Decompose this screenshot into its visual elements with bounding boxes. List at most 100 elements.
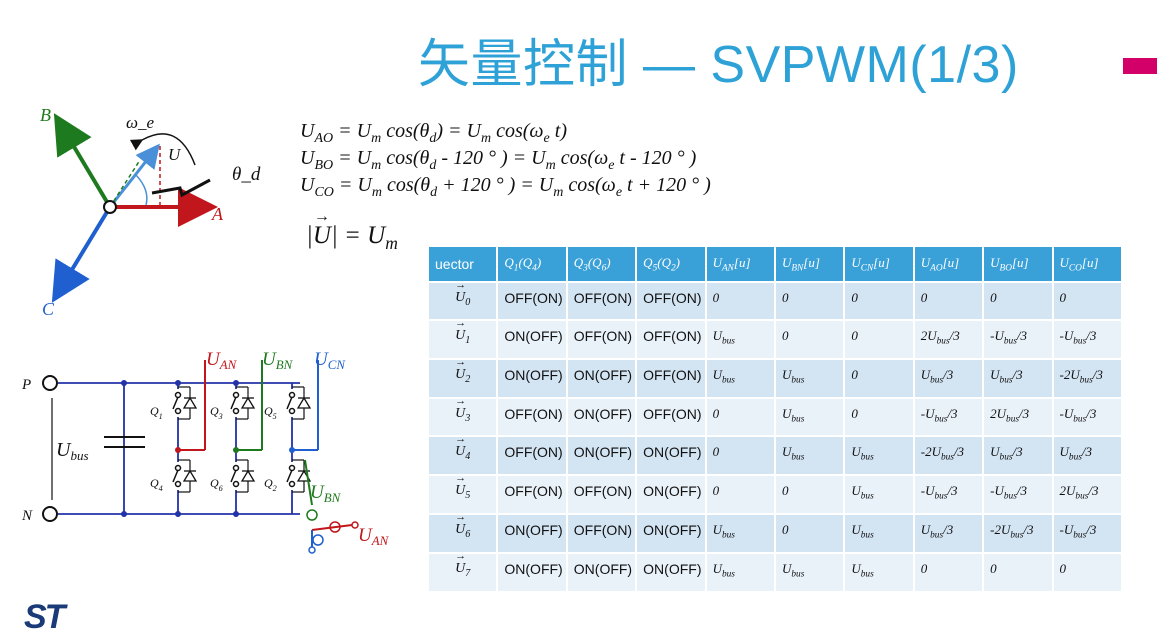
voltage-cell: 0 xyxy=(845,320,913,358)
switch-q5 xyxy=(286,386,312,420)
switch-state-cell: ON(OFF) xyxy=(637,515,705,553)
voltage-cell: -Ubus/3 xyxy=(914,398,983,436)
voltage-cell: -2Ubus/3 xyxy=(984,515,1052,553)
switch-q1 xyxy=(172,386,198,420)
p-label: P xyxy=(21,377,31,393)
voltage-cell: 0 xyxy=(914,554,983,591)
table-header-cell: UBN[u] xyxy=(775,247,844,281)
vector-cell: U→4 xyxy=(429,433,497,475)
switch-state-cell: ON(OFF) xyxy=(567,398,636,436)
voltage-cell: 0 xyxy=(914,283,983,319)
voltage-cell: -Ubus/3 xyxy=(1053,515,1121,553)
st-logo: ST xyxy=(24,598,65,636)
motor-coil-b xyxy=(306,509,318,521)
voltage-cell: -Ubus/3 xyxy=(914,476,983,514)
voltage-cell: 0 xyxy=(775,515,844,553)
voltage-cell: Ubus xyxy=(706,320,774,358)
voltage-cell: Ubus/3 xyxy=(914,515,983,553)
voltage-cell: Ubus xyxy=(845,515,913,553)
voltage-cell: 2Ubus/3 xyxy=(984,398,1052,436)
vector-cell: U→7 xyxy=(429,550,497,591)
axis-c-label: C xyxy=(42,299,55,319)
switch-state-cell: ON(OFF) xyxy=(567,437,636,475)
switch-state-cell: OFF(ON) xyxy=(498,437,566,475)
vector-cell: U→3 xyxy=(429,395,497,436)
voltage-cell: 0 xyxy=(706,437,774,475)
switch-state-cell: OFF(ON) xyxy=(567,515,636,553)
table-header-cell: UAO[u] xyxy=(914,247,983,281)
voltage-cell: Ubus xyxy=(706,554,774,591)
voltage-cell: 0 xyxy=(706,283,774,319)
switch-state-cell: OFF(ON) xyxy=(637,359,705,397)
motor-coil-c xyxy=(312,534,324,546)
voltage-cell: Ubus xyxy=(845,437,913,475)
voltage-cell: 0 xyxy=(1053,283,1121,319)
equation-ubo: UBO = Um cos(θd - 120 ° ) = Um cos(ωe t … xyxy=(300,147,697,173)
switch-state-cell: ON(OFF) xyxy=(498,554,566,591)
theta-label: θ_d xyxy=(232,164,261,185)
table-header-cell: UAN[u] xyxy=(706,247,774,281)
switch-state-cell: OFF(ON) xyxy=(567,283,636,319)
voltage-cell: -Ubus/3 xyxy=(1053,320,1121,358)
voltage-cell: -Ubus/3 xyxy=(1053,398,1121,436)
axis-b-label: B xyxy=(40,105,51,125)
switch-label-q6: Q6 xyxy=(210,476,224,493)
switch-state-cell: OFF(ON) xyxy=(637,320,705,358)
axis-a-label: A xyxy=(211,204,224,224)
motor-uan-label: UAN xyxy=(358,525,390,548)
vector-cell: U→0 xyxy=(429,279,497,319)
switch-state-cell: ON(OFF) xyxy=(637,476,705,514)
inverter-circuit: P N Ubus Q1 Q3 Q5 Q4 Q6 Q2 UAN UBN UCN U… xyxy=(21,349,390,554)
theta-arc xyxy=(135,174,148,206)
voltage-cell: Ubus xyxy=(775,437,844,475)
bus-voltage-label: Ubus xyxy=(56,439,89,463)
voltage-cell: Ubus xyxy=(775,398,844,436)
axis-c-arrow xyxy=(51,205,112,303)
voltage-cell: 2Ubus/3 xyxy=(1053,476,1121,514)
voltage-cell: -2Ubus/3 xyxy=(914,437,983,475)
magnitude-equation: |U→| = Um xyxy=(306,208,398,253)
switch-state-cell: OFF(ON) xyxy=(498,398,566,436)
terminal-n[interactable] xyxy=(42,506,58,522)
motor-terminal-c xyxy=(308,546,316,554)
switch-state-cell: OFF(ON) xyxy=(637,398,705,436)
switch-label-q2: Q2 xyxy=(264,476,277,493)
vector-cell: U→6 xyxy=(429,511,497,553)
voltage-cell: 0 xyxy=(775,320,844,358)
origin-point xyxy=(103,200,117,214)
phase-b-node xyxy=(233,447,239,453)
voltage-cell: Ubus/3 xyxy=(984,437,1052,475)
switch-label-q4: Q4 xyxy=(150,476,163,493)
switch-state-cell: ON(OFF) xyxy=(567,554,636,591)
voltage-cell: 0 xyxy=(775,283,844,319)
motor-terminal-a xyxy=(351,521,359,529)
voltage-cell: -Ubus/3 xyxy=(984,476,1052,514)
voltage-cell: 0 xyxy=(845,398,913,436)
vector-u-arrow xyxy=(108,143,160,208)
terminal-p[interactable] xyxy=(42,375,58,391)
table-header-cell: UCN[u] xyxy=(845,247,913,281)
phase-a-node xyxy=(175,447,181,453)
vector-cell: U→1 xyxy=(429,317,497,358)
title-accent-bar xyxy=(1123,58,1157,74)
switch-state-cell: ON(OFF) xyxy=(567,359,636,397)
voltage-cell: Ubus/3 xyxy=(914,359,983,397)
table-header-cell: Q3(Q6) xyxy=(567,247,636,281)
voltage-cell: Ubus xyxy=(775,554,844,591)
equation-uao: UAO = Um cos(θd) = Um cos(ωe t) xyxy=(300,120,567,146)
voltage-cell: 0 xyxy=(984,283,1052,319)
switch-state-cell: ON(OFF) xyxy=(498,359,566,397)
switch-state-cell: OFF(ON) xyxy=(567,320,636,358)
vector-cell: U→2 xyxy=(429,356,497,397)
voltage-cell: 0 xyxy=(845,359,913,397)
voltage-cell: 0 xyxy=(706,476,774,514)
table-header-cell: Q1(Q4) xyxy=(498,247,566,281)
n-label: N xyxy=(21,508,33,524)
voltage-cell: 0 xyxy=(984,554,1052,591)
